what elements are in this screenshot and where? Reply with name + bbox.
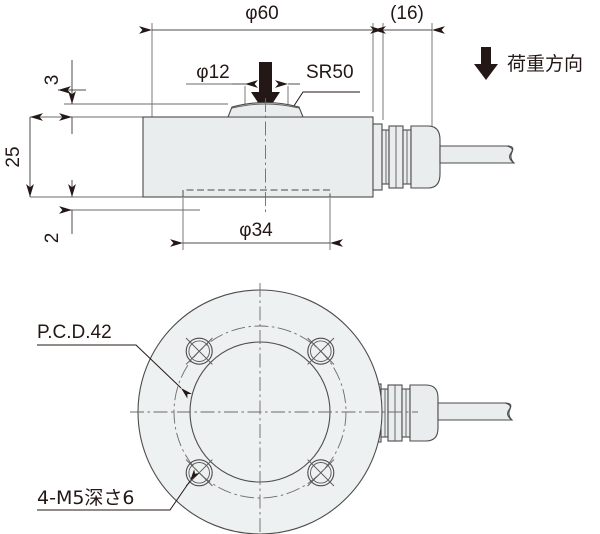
cable-break-icon — [504, 402, 513, 421]
tapped-hole-icon — [185, 337, 213, 365]
dimension-boss-diameter: φ12 — [196, 62, 300, 88]
tapped-hole-icon — [307, 337, 335, 365]
note-load-direction: 荷重方向 — [474, 47, 583, 80]
cable-gland-side — [372, 123, 516, 191]
dimension-recess-depth: 2 — [42, 180, 76, 244]
dimension-outer-diameter: φ60 — [139, 3, 386, 34]
note-label-load-direction: 荷重方向 — [507, 53, 583, 75]
callout-label-spherical-radius: SR50 — [306, 62, 354, 83]
callout-pitch-circle-diameter: P.C.D.42 — [37, 322, 192, 399]
dimension-body-height: 25 — [3, 113, 43, 197]
plan-center-lines — [130, 283, 418, 534]
side-elevation-view: φ60 (16) φ12 SR50 3 — [3, 3, 583, 250]
tapped-hole-icon — [307, 459, 335, 487]
dimension-boss-height: 3 — [42, 60, 86, 134]
callout-label-tapped-holes: 4-M5深さ6 — [37, 487, 135, 509]
tapped-hole-group — [185, 337, 335, 487]
cable-gland-plan — [371, 383, 514, 443]
dimension-label-body-height: 25 — [3, 146, 24, 167]
dimension-label-recess-depth: 2 — [42, 233, 63, 244]
callout-label-pitch-circle-diameter: P.C.D.42 — [37, 322, 112, 343]
load-direction-arrow-icon — [251, 62, 280, 114]
load-cell-body-side — [142, 98, 374, 215]
down-arrow-icon — [474, 47, 498, 80]
cable-break-icon — [506, 145, 515, 164]
dimension-label-boss-height: 3 — [42, 75, 63, 86]
dimension-label-outer-diameter: φ60 — [245, 3, 278, 24]
callout-tapped-holes: 4-M5深さ6 — [37, 469, 200, 511]
bottom-plan-view: P.C.D.42 4-M5深さ6 — [37, 283, 514, 534]
dimension-label-boss-diameter: φ12 — [196, 62, 229, 83]
dimension-label-cable-gland-length: (16) — [390, 3, 424, 24]
dimension-recess-diameter: φ34 — [170, 220, 343, 247]
dimension-cable-gland-length: (16) — [370, 3, 445, 34]
dimension-label-recess-diameter: φ34 — [239, 220, 273, 241]
